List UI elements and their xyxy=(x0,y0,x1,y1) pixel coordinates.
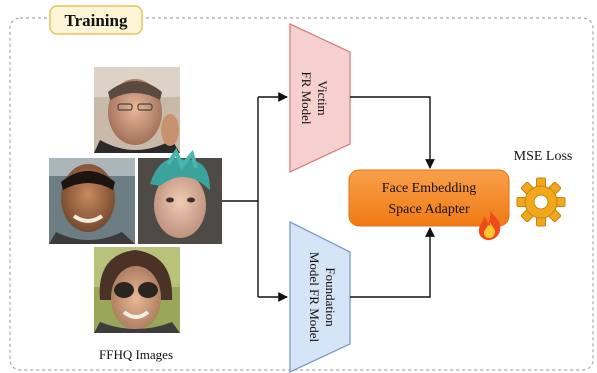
face-photo-2 xyxy=(49,158,135,244)
mse-loss-label: MSE Loss xyxy=(514,149,573,164)
fire-icon xyxy=(478,210,501,240)
training-label-text: Training xyxy=(65,11,128,30)
foundation-fr-model-block: Foundation Model FR Model xyxy=(289,220,351,373)
face-photo-4 xyxy=(94,247,180,333)
victim-model-line2: FR Model xyxy=(299,71,314,124)
face-photo-3 xyxy=(138,147,222,244)
foundation-model-line2: Model FR Model xyxy=(307,252,322,343)
training-frame xyxy=(9,17,594,371)
victim-model-line1: Victim xyxy=(315,80,330,115)
foundation-model-line1: Foundation xyxy=(323,267,338,327)
gear-icon xyxy=(516,177,566,227)
model-connectors xyxy=(350,96,435,298)
images-caption: FFHQ Images xyxy=(99,347,173,362)
adapter-line1: Face Embedding xyxy=(382,181,476,196)
training-label: Training xyxy=(49,5,143,35)
adapter-line2: Space Adapter xyxy=(388,202,470,217)
input-connectors xyxy=(222,92,288,302)
face-photo-1 xyxy=(94,67,180,153)
face-embedding-adapter-block: Face Embedding Space Adapter xyxy=(348,169,510,227)
victim-fr-model-block: Victim FR Model xyxy=(289,22,351,174)
